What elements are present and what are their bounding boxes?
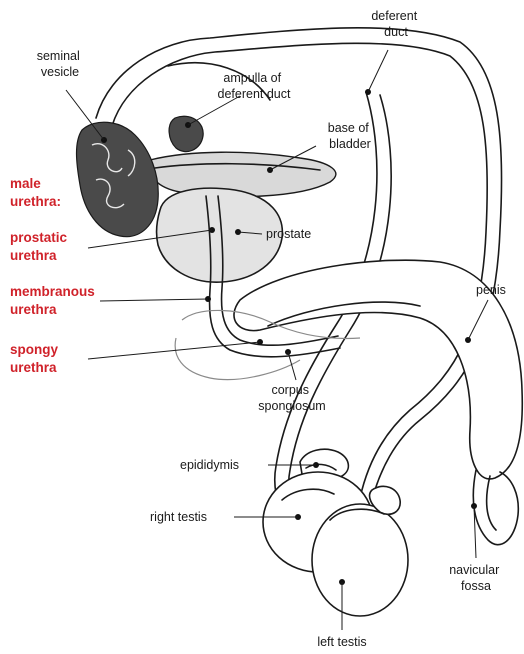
base-of-bladder-label: base of bladder	[328, 121, 373, 151]
deferent-duct-label: deferent duct	[371, 9, 420, 39]
seminal-vesicle-label: seminal vesicle	[37, 49, 84, 79]
corpus-spongiosum-label: corpus spongiosum	[258, 383, 325, 413]
glans-shape	[473, 470, 518, 545]
spongy-urethra-label: spongy urethra	[10, 342, 62, 375]
left-testis-label: left testis	[317, 635, 366, 649]
urethra-labels: male urethra: prostatic urethra membrano…	[10, 176, 99, 375]
navicular-fossa-label: navicular fossa	[449, 563, 503, 593]
membranous-urethra-label: membranous urethra	[10, 284, 99, 317]
prostate-label: prostate	[266, 227, 311, 241]
bladder-base-shape	[149, 152, 336, 196]
male-urethra-label: male urethra:	[10, 176, 61, 209]
right-testis-label: right testis	[150, 510, 207, 524]
penis-label: penis	[476, 283, 506, 297]
epididymis-label: epididymis	[180, 458, 239, 472]
prostatic-urethra-label: prostatic urethra	[10, 230, 71, 263]
labels: seminal vesicle deferent duct ampulla of…	[37, 9, 506, 649]
ampulla-label: ampulla of deferent duct	[218, 71, 291, 101]
anatomy-drawing	[66, 28, 522, 630]
